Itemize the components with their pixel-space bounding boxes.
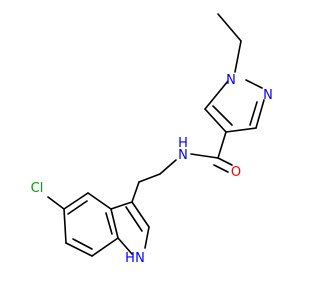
atom-label-indole-h: H	[125, 251, 135, 266]
bond-amide-cn	[190, 153, 219, 159]
bond-ethyl-ch3	[217, 13, 242, 42]
bond-linker-ch2-c3	[131, 181, 140, 203]
bond-benzene-c4-c5-double	[67, 200, 88, 215]
bond-benzene-c4-c5	[63, 192, 89, 210]
bond-pyrazole-c3-c4	[225, 127, 257, 133]
atom-label-oxygen: O	[231, 165, 241, 180]
atom-label-indole-n: N	[135, 251, 145, 266]
bond-pyrazole-n1-n2	[245, 79, 263, 89]
bond-benzene-c6-c7	[65, 242, 93, 257]
atom-label-n1: N	[226, 73, 236, 88]
bond-benzene-c7-c7a	[91, 237, 119, 257]
bond-linker-ch2-ch2	[138, 173, 161, 183]
atom-label-amide-n: N	[178, 148, 188, 163]
atom-label-amide-h: H	[178, 136, 188, 151]
atom-label-n2: N	[263, 88, 273, 103]
bond-pyrazole-c4-c5	[204, 108, 227, 133]
bond-pyrazole-n2-c3	[255, 99, 265, 129]
bond-indole-c7a-c3a	[110, 208, 119, 239]
bond-benzene-c3a-c4	[87, 192, 112, 210]
bond-indole-c3a-c3	[110, 201, 133, 210]
bond-benzene-c7a-c3a-double	[105, 212, 113, 235]
bond-pyrazole-c5-n1	[204, 80, 229, 110]
bond-linker-n-ch2	[159, 159, 177, 175]
bond-benzene-c6-c7-double	[72, 238, 93, 250]
bond-indole-c2-n1	[144, 226, 150, 249]
bond-indole-c3-c2-double	[125, 206, 143, 232]
bond-pyrazole-c4-c5-double	[212, 105, 233, 126]
bond-pyrazole-n2-c3-double	[249, 101, 258, 126]
bond-amide-co	[217, 157, 233, 166]
bond-indole-n1-c7a	[117, 237, 133, 255]
bond-ethyl-ch2	[234, 40, 242, 73]
bond-amide-co-double	[213, 164, 229, 173]
bond-amide-carbonyl	[217, 131, 227, 159]
structure-canvas: N N N H O Cl H N	[31, 13, 273, 266]
bond-indole-c3-c2	[131, 201, 150, 228]
molecule-diagram: N N N H O Cl H N	[31, 13, 273, 266]
bond-chloro	[47, 196, 65, 210]
bond-benzene-c5-c6	[63, 208, 67, 244]
atom-label-chlorine: Cl	[31, 181, 44, 196]
